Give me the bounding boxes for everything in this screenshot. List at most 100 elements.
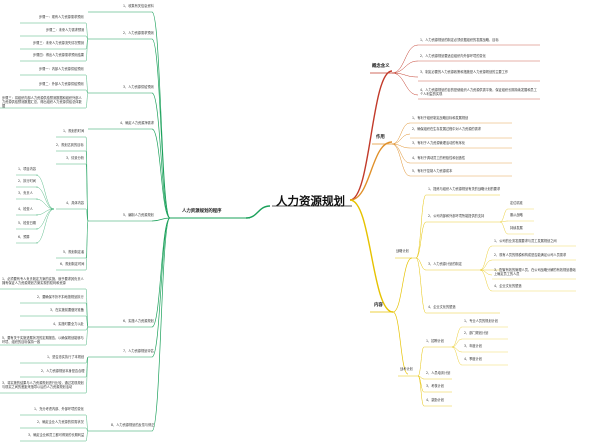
branch-program[interactable]: 人力资源规划的程序 [182,209,222,214]
program-sub-item[interactable]: 5、规划制定者 [63,250,85,254]
program-step[interactable]: 2、人力资源需求预测 [123,31,154,35]
connector [85,430,89,442]
tactics-label[interactable]: 战术计划 [400,367,413,371]
connector [151,128,171,219]
strategy-sub3-item[interactable]: 1、公司的业务发展要求与员工发展规划之间 [494,239,557,243]
program-step[interactable]: 1、收集有关信息资料 [123,4,154,8]
connector [151,38,171,219]
program-sub-item[interactable]: 2、规划达到的目标 [56,143,84,147]
tactics-item[interactable]: 4、激励计划 [426,398,444,402]
strategy-sub3-item[interactable]: 2、现有人员的规模和构成是否能满足公司人员需求 [494,253,567,257]
program-sub-item[interactable]: 步骤三：将组织内部人力资源供给预测数据和组织外部人力资源供给预测数据汇总，得出组… [2,96,82,108]
tactics-sub1-item[interactable]: 2、部门规划计划 [464,331,489,335]
connector [499,220,509,223]
program-sub-item[interactable]: 4、实施时要全力以赴 [53,322,84,326]
concept-item[interactable]: 3、制定必要的人力资源政策和措施是人力资源规划的主要工作 [420,70,509,74]
program-sub-item[interactable]: 步骤二：未来人力需求预测 [46,28,85,32]
connector [479,269,493,276]
program-step[interactable]: 7、人力资源规划评估 [123,349,154,353]
strategy-sub2-item[interactable]: 服从战略 [510,213,523,217]
program-sub-item[interactable]: 1、是否忠实执行了本规划 [47,355,85,359]
connector [151,92,171,219]
connector [85,35,89,40]
connector [85,89,89,94]
connector [349,70,393,201]
program-sub-item[interactable]: 2、确定企业人力资源的供需状况 [37,420,84,424]
program-step[interactable]: 8、人力资源规划的反馈与修正 [111,423,155,427]
program-sub-item[interactable]: 2、人力资源规划本身是否合理 [41,369,85,373]
connector [85,315,89,328]
program-sub-item[interactable]: 1、充分考虑内部、外部环境的变化 [34,407,84,411]
connector [85,74,89,94]
role-item[interactable]: 5、有利于控制人力资源成本 [412,169,453,173]
program-sub-item[interactable]: 6、规划制定时间 [60,262,85,266]
concept-item[interactable]: 2、人力资源规划要适应组织内外部环境的变化 [420,54,486,58]
connector [85,208,89,222]
connector [451,346,463,353]
connector [479,269,493,292]
program-sub4-item[interactable]: 3、负责人 [18,191,33,195]
program-sub4-item[interactable]: 6、预算 [18,235,30,239]
program-sub-item[interactable]: 步骤四：得出人力资源需求预测结果 [33,53,84,57]
program-sub-item[interactable]: 4、具体内容 [66,201,84,205]
connector [451,326,463,348]
tactics-sub1-item[interactable]: 4、季度计划 [464,357,482,361]
program-sub-item[interactable]: 3、情景分析 [66,156,84,160]
tactics-item[interactable]: 2、人员培训计划 [426,371,451,375]
strategy-item[interactable]: 2、公司内部和外部环境所能提供的支持 [428,214,485,218]
branch-content[interactable]: 内容 [374,303,383,308]
connector [85,414,89,432]
connector [151,217,171,432]
program-sub4-item[interactable]: 4、检查人 [18,207,33,211]
program-sub-item[interactable]: 步骤一：现有人力资源需求预测 [39,15,84,19]
program-step[interactable]: 5、编制人力资源规划 [123,213,154,217]
program-step[interactable]: 6、实施人力资源规划 [123,319,154,323]
connector [35,208,55,244]
connector [391,44,419,74]
connector [35,198,55,210]
strategy-sub3-item[interactable]: 4、企业文化的塑造 [494,284,522,288]
role-item[interactable]: 4、有利于调动员工的积极性和创造性 [412,156,466,160]
strategy-item[interactable]: 1、提炼与组织人力资源规划有关的战略计划的要求 [428,187,501,191]
tactics-sub1-item[interactable]: 3、年度计划 [464,344,482,348]
program-sub4-item[interactable]: 2、执行时间 [18,179,36,183]
program-sub-item[interactable]: 5、要有关于实施进展状况的定期报告，以确保规划能够与环境、组织的目标保持一致 [2,336,84,344]
tactics-item[interactable]: 3、考核计划 [426,384,444,388]
program-step[interactable]: 4、确定人力资源净需求 [120,121,154,125]
program-sub4-item[interactable]: 5、检查日期 [18,221,36,225]
role-item[interactable]: 3、有利于人力资源管理活动的有序化 [412,141,466,145]
program-sub-item[interactable]: 3、将实施的结果与人力资源规划进行比较，通过发现规划与现实之间的差距来指导以后的… [2,381,84,389]
program-sub-item[interactable]: 2、要确保不折不扣地按规划执行 [37,295,84,299]
strategy-sub2-item[interactable]: 定位精准 [510,201,523,205]
program-sub-item[interactable]: 步骤二：外部人力资源供给预测 [39,82,84,86]
program-sub-item[interactable]: 1、规划的时间 [63,129,85,133]
concept-item[interactable]: 4、人力资源规划的目的是使组织人力资源供需平衡，保证组织长期持续发展和员工个人利… [420,88,537,96]
branch-role[interactable]: 作用 [376,135,385,140]
program-step[interactable]: 3、人力资源供给预测 [123,85,154,89]
connector [391,72,419,78]
program-sub4-item[interactable]: 1、项目内容 [18,167,36,171]
program-sub-item[interactable]: 步骤一：内部人力资源供给预测 [39,67,84,71]
connector [415,221,427,259]
root-topic[interactable]: 人力资源规划 [276,194,345,208]
strategy-label[interactable]: 战略计划 [396,249,409,253]
connector [245,205,271,219]
tactics-item[interactable]: 1、招聘计划 [426,339,444,343]
connector [35,208,55,216]
program-sub-item[interactable]: 3、确定企业和员工都可得到的长期利益 [28,433,85,437]
connector-lines [0,11,576,442]
role-item[interactable]: 1、有利于组织制定战略目标和发展规划 [412,116,469,120]
program-sub-item[interactable]: 1、必须要有专人负责既定方案的实施，赋予要求其负责人拥有保证人力资源规划方案实现… [2,277,84,285]
program-sub-item[interactable]: 步骤三：未来人力资源流失情况预测 [33,41,84,45]
concept-item[interactable]: 1、人力资源规划的制定必须依据组织的发展战略、目标 [420,38,499,42]
tactics-sub1-item[interactable]: 1、专业人员的规划计划 [464,319,498,323]
branch-concept[interactable]: 概念含义 [372,64,390,69]
role-item[interactable]: 2、确保组织在生存发展过程中对人力资源的需求 [412,127,481,131]
strategy-sub2-item[interactable]: 持续发展 [510,226,523,230]
strategy-item[interactable]: 3、人力资源计划的制定 [428,262,462,266]
program-sub-item[interactable]: 3、在实施前要做好准备 [50,308,84,312]
connector [391,143,411,177]
connector [391,60,419,74]
strategy-item[interactable]: 4、企业文化的塑造 [428,305,456,309]
strategy-sub3-item[interactable]: 3、配置有效的管理人员，在公司战略分解的有效规划基础上确定员工的人员 [494,268,576,276]
